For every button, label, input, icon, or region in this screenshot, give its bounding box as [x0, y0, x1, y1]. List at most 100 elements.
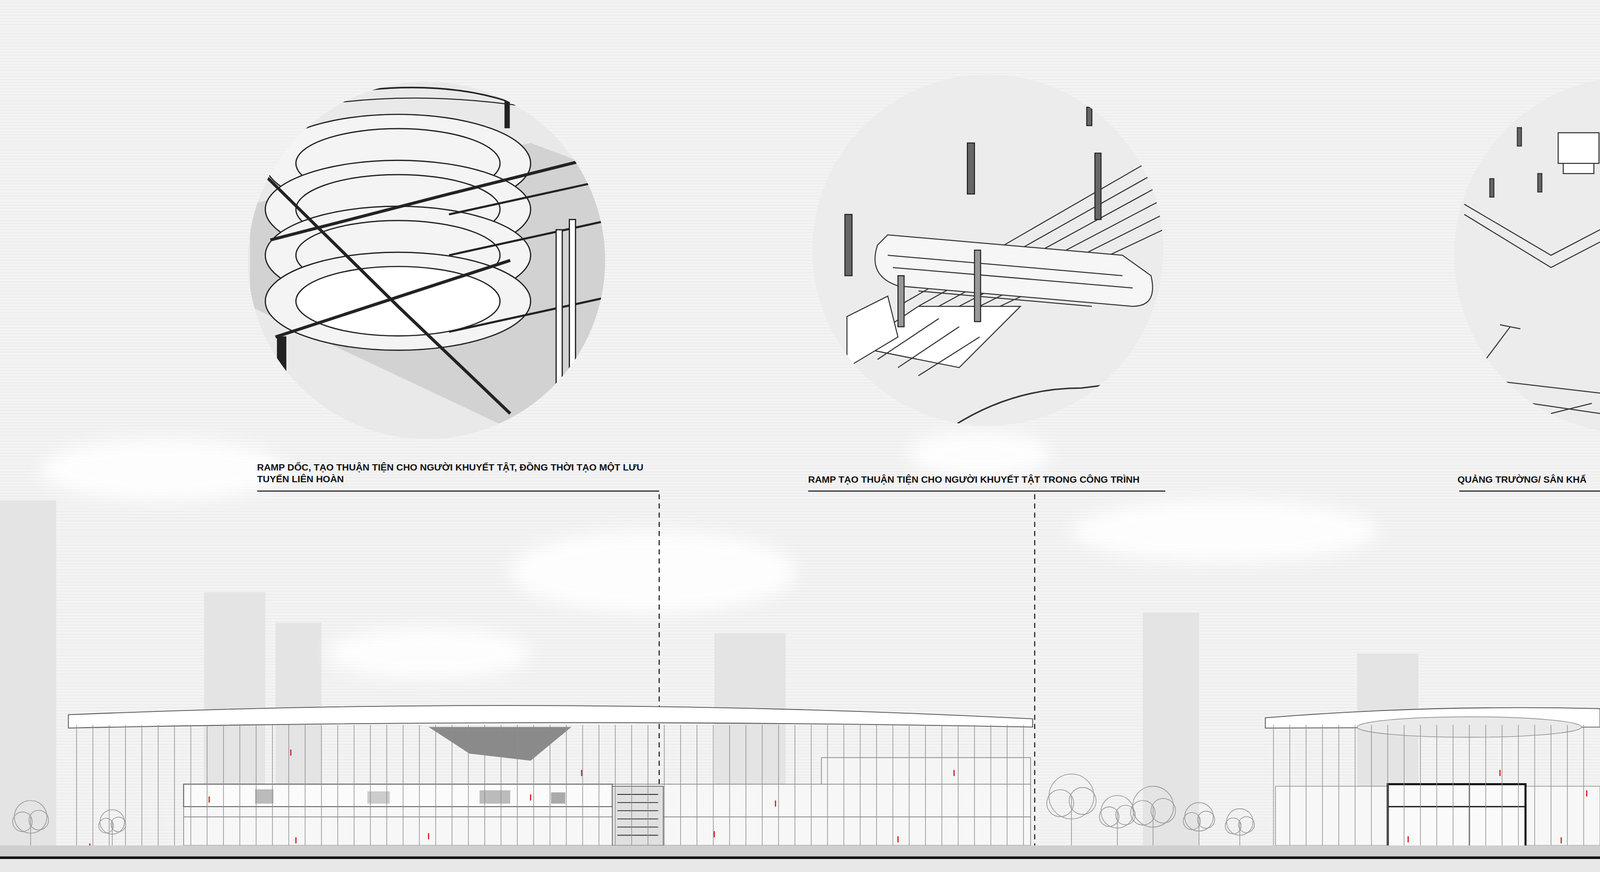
hatch-line [0, 327, 1600, 328]
column [223, 724, 224, 850]
column [876, 724, 877, 850]
column [598, 724, 600, 850]
hatch-line [0, 76, 1600, 77]
tree-crown [28, 809, 49, 830]
hatch-line [0, 373, 1600, 374]
hatch-line [0, 361, 1600, 362]
hatch-line [0, 143, 1600, 145]
hatch-line [0, 416, 1600, 417]
column [321, 724, 322, 850]
hatch-line [0, 425, 1600, 426]
hatch-line [0, 204, 1600, 206]
tree-crown [1069, 787, 1097, 815]
hatch-line [0, 180, 1600, 181]
column [304, 724, 306, 850]
annotation-label: RAMP DỐC, TẠO THUẬN TIỆN CHO NGƯỜI KHUYẾ… [257, 461, 663, 485]
clouds [41, 431, 1378, 679]
hatch-line [0, 183, 1600, 184]
column [565, 724, 567, 850]
hatch-line [0, 85, 1600, 87]
hatch-line [0, 250, 1600, 252]
hatch-line [0, 293, 1600, 295]
column [1567, 724, 1568, 850]
hatch-line [0, 94, 1600, 96]
hatch-line [0, 404, 1600, 405]
column [778, 724, 779, 850]
column [1354, 724, 1356, 850]
hatch-line [0, 2, 1600, 4]
column [925, 724, 926, 850]
hatch-line [0, 443, 1600, 445]
hatch-line [0, 382, 1600, 383]
hatch-line [0, 434, 1600, 436]
column [941, 724, 943, 850]
hatch-line [0, 60, 1600, 62]
grass [0, 845, 1600, 858]
hatch-line [0, 554, 1600, 555]
column [190, 724, 191, 850]
column [647, 724, 649, 850]
hatch-line [0, 21, 1600, 22]
column [1322, 724, 1323, 850]
hatch-line [0, 440, 1600, 442]
person-mark [208, 796, 211, 803]
hatch-line [0, 116, 1600, 117]
hatch-line [0, 431, 1600, 433]
column [288, 724, 290, 850]
hatch-line [0, 202, 1600, 203]
hatch-line [0, 336, 1600, 337]
hatch-line [0, 73, 1600, 74]
hatch-line [0, 64, 1600, 65]
hatch-line [0, 39, 1600, 41]
column [680, 724, 681, 850]
hatch-line [0, 345, 1600, 347]
ground [0, 859, 1600, 872]
hatch-line [0, 97, 1600, 99]
hatch-line [0, 253, 1600, 255]
hatch-line [0, 321, 1600, 322]
people-marks [89, 749, 1587, 850]
column [631, 724, 632, 850]
column [435, 724, 437, 850]
hatch-line [0, 508, 1600, 509]
column [370, 724, 371, 850]
hatch-line [0, 351, 1600, 353]
column [1006, 724, 1008, 850]
column [1501, 724, 1503, 850]
hatch-line [0, 241, 1600, 243]
person-mark [897, 836, 899, 843]
column [1370, 724, 1372, 850]
column [255, 724, 257, 850]
hatch-line [0, 419, 1600, 420]
hatch-line [0, 379, 1600, 381]
person-mark [1499, 769, 1501, 777]
tree-crown [1197, 810, 1215, 828]
hatch-line [0, 101, 1600, 102]
hatch-line [0, 496, 1600, 497]
column [92, 724, 93, 850]
hatch-line [0, 584, 1600, 585]
hatch-line [0, 349, 1600, 350]
hatch-line [0, 217, 1600, 218]
tree-trunk [1071, 796, 1072, 853]
hatch-line [0, 198, 1600, 200]
hatch-line [0, 149, 1600, 151]
hatch-line [0, 207, 1600, 209]
hatch-line [0, 385, 1600, 387]
hatch-line [0, 333, 1600, 335]
column [827, 724, 828, 850]
person-mark [953, 769, 955, 777]
hatch-line [0, 364, 1600, 365]
hatch-line [0, 51, 1600, 53]
hatch-line [0, 82, 1600, 83]
hatch-line [0, 55, 1600, 56]
hatch-line [0, 235, 1600, 236]
column [174, 724, 175, 850]
hatch-line [0, 165, 1600, 166]
hatch-line [0, 315, 1600, 316]
hatch-line [0, 195, 1600, 197]
column [1387, 724, 1389, 850]
hatch-line [0, 422, 1600, 423]
column [271, 724, 273, 850]
hatch-line [0, 113, 1600, 114]
